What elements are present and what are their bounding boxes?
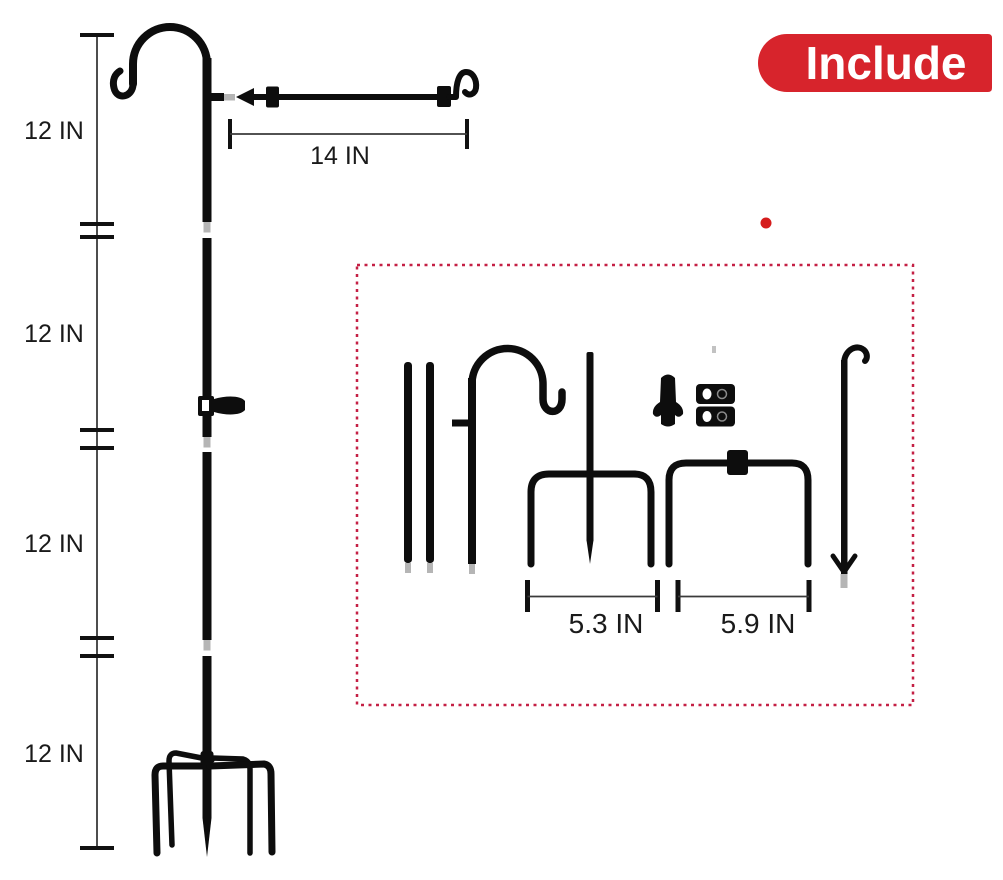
height-measurement: 12 IN 12 IN 12 IN 12 IN: [24, 33, 114, 850]
dashed-border: [355, 263, 915, 707]
pole-segment-4: [202, 656, 212, 800]
arm-connector-tip: [224, 94, 235, 101]
section-2-label: 12 IN: [24, 320, 84, 348]
arrow-shaft: [252, 94, 268, 100]
section-1-label: 12 IN: [24, 117, 84, 145]
cord-stopper-2: [696, 406, 735, 427]
insert-arrow-icon: [236, 88, 254, 106]
section-4-label: 12 IN: [24, 740, 84, 768]
wide-stake-bracket-part: [665, 450, 812, 568]
arm-rod: [278, 94, 439, 100]
arm-measurement: 14 IN: [228, 119, 469, 170]
hook-section-part: [452, 344, 566, 574]
arm-clip-right: [437, 86, 451, 107]
bracket-clip: [727, 450, 748, 475]
arm-stub: [207, 93, 224, 101]
five-prong-base: [151, 750, 276, 857]
measure-ticks: [80, 33, 114, 850]
included-parts-box: 5.3 IN 5.9 IN: [355, 263, 915, 707]
pole-segment-3: [202, 452, 212, 640]
small-stake-measurement: 5.3 IN: [525, 580, 660, 639]
base-hub: [200, 751, 214, 765]
connector-tip-2: [203, 437, 211, 448]
pole-segment-2: [202, 238, 212, 437]
arm-length-label: 14 IN: [310, 142, 370, 170]
pole-segment-1: [202, 58, 212, 222]
stray-speck: [712, 346, 716, 353]
include-badge: Include: [758, 34, 992, 92]
three-prong-stake-part: [527, 352, 655, 568]
large-stake-label: 5.9 IN: [721, 608, 796, 639]
flag-pole-clip-part: [652, 374, 684, 427]
section-3-label: 12 IN: [24, 530, 84, 558]
cord-stopper-1: [696, 384, 735, 404]
badge-label: Include: [805, 37, 966, 89]
extension-pole-1: [404, 362, 412, 573]
flag-arm: [207, 69, 480, 108]
badge-background: [758, 34, 992, 92]
arm-clip-left: [266, 86, 279, 108]
hanger-arm-part: [830, 344, 870, 588]
arm-end-hook: [446, 69, 480, 100]
shepherds-hook-pole: [109, 23, 276, 857]
base-leg-near-left: [151, 762, 214, 857]
center-spike: [202, 790, 212, 857]
small-stake-label: 5.3 IN: [569, 608, 644, 639]
base-leg-far-right: [209, 755, 253, 856]
base-leg-near-right: [206, 760, 276, 856]
large-stake-measurement: 5.9 IN: [675, 580, 812, 639]
hook-section-stub: [452, 419, 469, 427]
pole-clip: [198, 396, 245, 416]
connector-tip-3: [203, 640, 211, 651]
extension-pole-2: [426, 362, 434, 573]
crook-curve: [129, 23, 211, 112]
red-dot: [760, 217, 772, 229]
crook-hook-tip: [109, 67, 137, 100]
connector-tip-1: [203, 222, 211, 233]
base-leg-far-left: [166, 750, 215, 848]
